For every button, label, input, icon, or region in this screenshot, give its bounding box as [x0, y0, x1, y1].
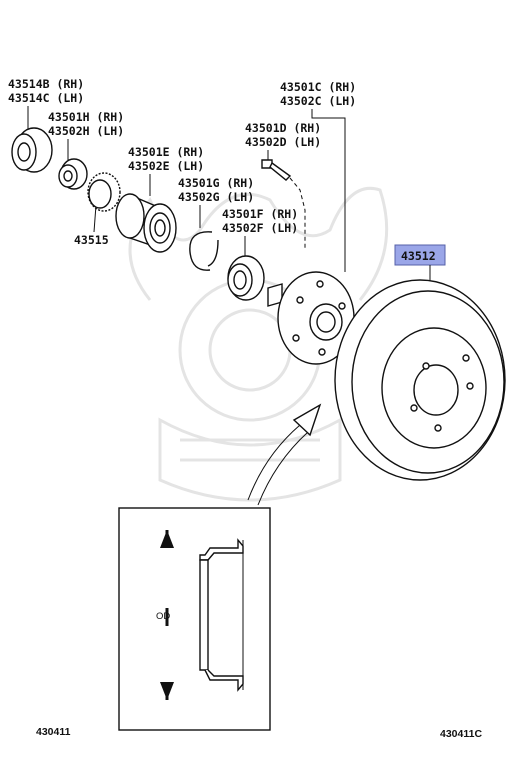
label-43502f: 43502F (LH) — [222, 221, 298, 235]
label-43515: 43515 — [74, 233, 109, 247]
part-hub-bearing — [115, 193, 177, 253]
part-hub-bolt — [261, 159, 306, 250]
label-43512-highlight — [394, 244, 446, 266]
label-43512: 43512 — [401, 249, 436, 263]
label-43501f: 43501F (RH) — [222, 207, 298, 221]
part-dust-cap — [11, 127, 53, 173]
od-inset — [118, 507, 271, 731]
label-43501e: 43501E (RH) — [128, 145, 204, 159]
label-43502c: 43502C (LH) — [280, 94, 356, 108]
od-label: OD — [156, 611, 170, 622]
footer-left-code: 430411 — [36, 726, 71, 738]
label-43502h: 43502H (LH) — [48, 124, 124, 138]
label-43514c: 43514C (LH) — [8, 91, 84, 105]
label-43501d: 43501D (RH) — [245, 121, 321, 135]
part-axle-hub — [267, 271, 355, 365]
label-43502d: 43502D (LH) — [245, 135, 321, 149]
label-43514b: 43514B (RH) — [8, 77, 84, 91]
part-disc-rotor — [334, 279, 506, 481]
label-43501c: 43501C (RH) — [280, 80, 356, 94]
callout-arrow — [247, 403, 322, 506]
label-43502g: 43502G (LH) — [178, 190, 254, 204]
label-43501g: 43501G (RH) — [178, 176, 254, 190]
part-outer-bearing — [58, 158, 88, 190]
watermark-logo — [128, 187, 389, 502]
label-43502e: 43502E (LH) — [128, 159, 204, 173]
part-oil-seal — [227, 255, 265, 301]
part-abs-rotor — [87, 172, 121, 212]
label-43501h: 43501H (RH) — [48, 110, 124, 124]
part-snap-ring — [189, 231, 219, 271]
footer-right-code: 430411C — [440, 728, 482, 740]
